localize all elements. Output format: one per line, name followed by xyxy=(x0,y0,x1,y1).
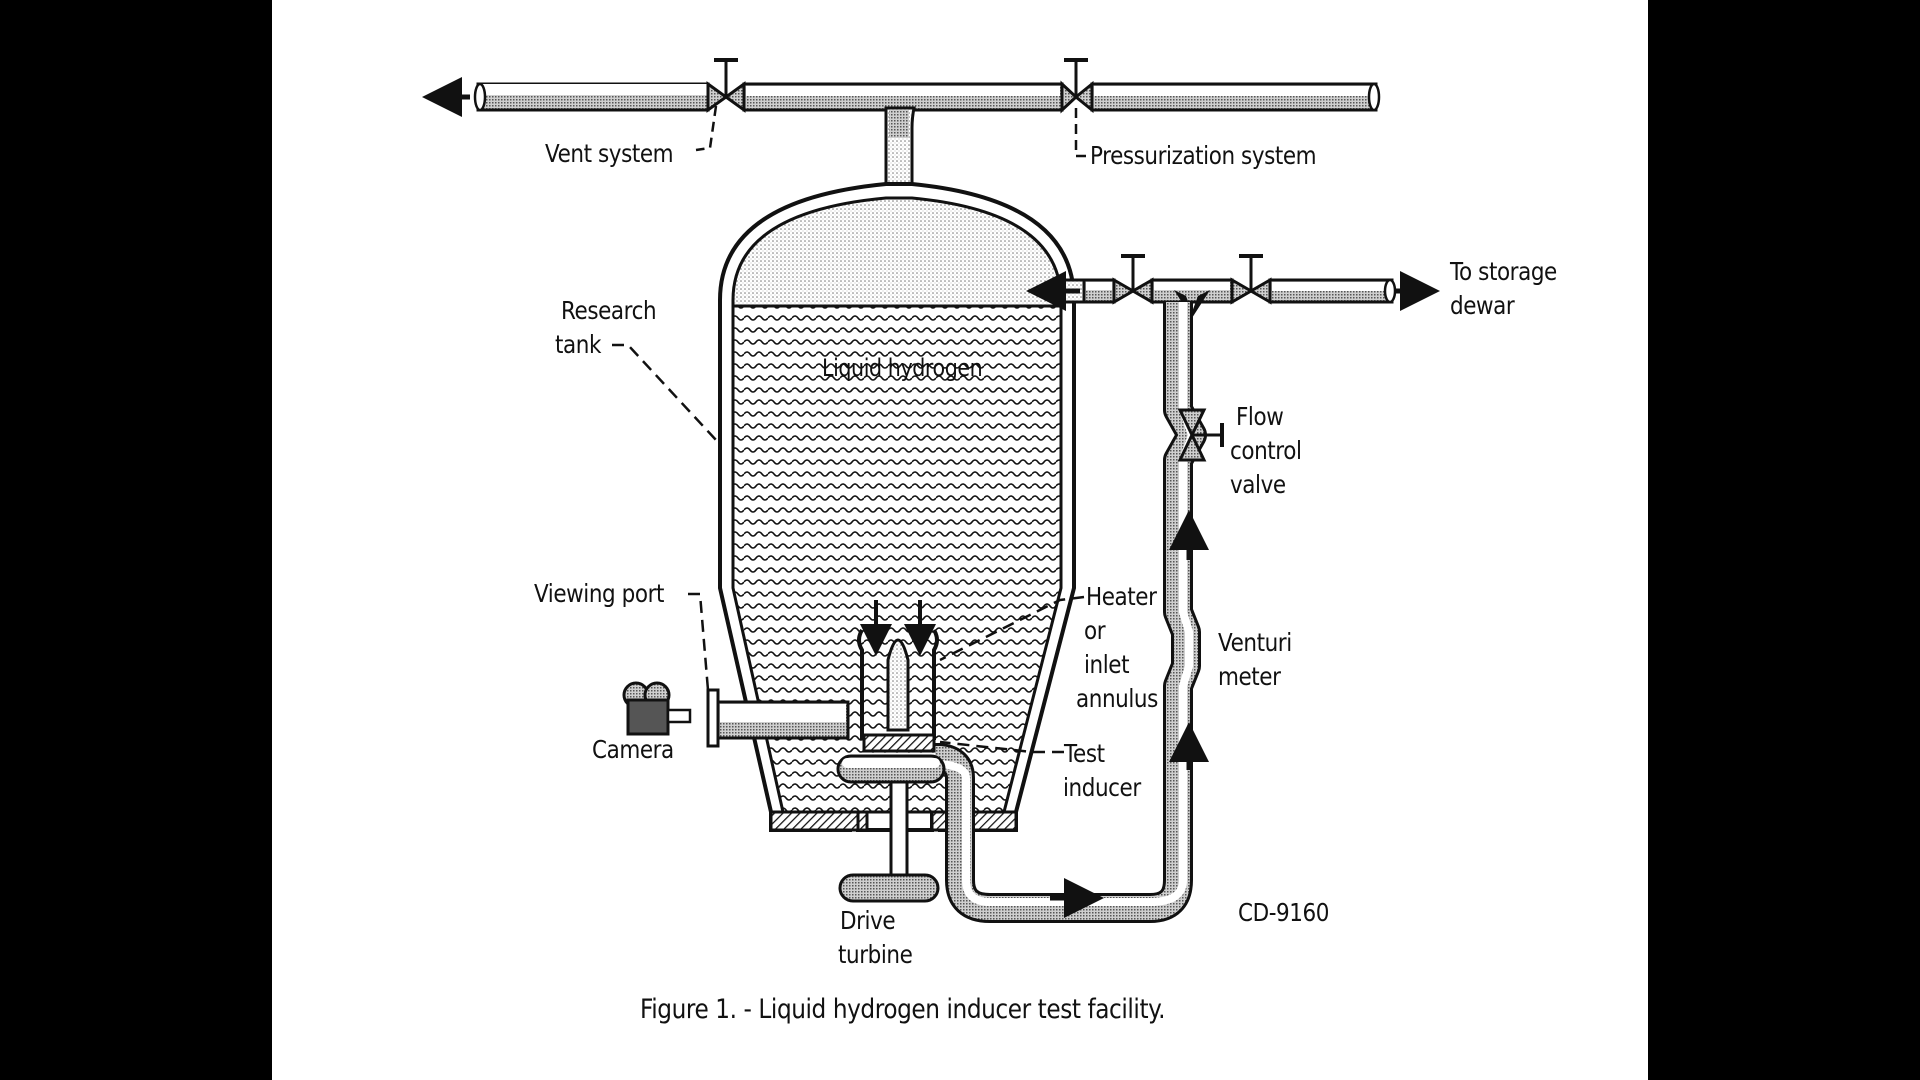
label-flow-control-line2: control xyxy=(1230,436,1302,465)
label-liquid-hydrogen: Liquid hydrogen xyxy=(822,354,983,382)
viewing-port xyxy=(706,688,850,748)
label-venturi-line1: Venturi xyxy=(1218,628,1292,657)
tank-neck xyxy=(884,106,916,186)
label-drive-turbine-line2: turbine xyxy=(838,940,913,969)
pressurization-leader xyxy=(1074,108,1086,158)
label-heater-line3: inlet xyxy=(1084,650,1130,679)
drive-shaft xyxy=(838,780,940,903)
label-test-inducer-line2: inducer xyxy=(1063,773,1141,802)
test-inducer-leader xyxy=(939,740,1064,754)
viewing-port-leader xyxy=(688,592,710,691)
vent-valve-icon xyxy=(706,58,746,113)
label-pressurization-system: Pressurization system xyxy=(1090,141,1317,170)
inducer-housing xyxy=(836,754,946,784)
return-loop xyxy=(925,302,1207,923)
storage-valve-2-icon xyxy=(1230,254,1272,305)
test-inducer-icon xyxy=(862,733,936,753)
label-viewing-port: Viewing port xyxy=(534,579,665,608)
figure-caption: Figure 1. - Liquid hydrogen inducer test… xyxy=(640,994,1166,1025)
drive-turbine-icon xyxy=(838,873,940,903)
research-tank-leader xyxy=(612,343,717,441)
heater-leader xyxy=(939,595,1085,662)
label-flow-control-line1: Flow xyxy=(1236,402,1284,431)
label-to-storage-line1: To storage xyxy=(1450,257,1557,286)
figure-code: CD-9160 xyxy=(1238,898,1330,927)
label-heater-line1: Heater xyxy=(1086,582,1157,611)
label-test-inducer-line1: Test xyxy=(1064,739,1105,768)
pressurization-valve-icon xyxy=(1060,58,1094,114)
label-flow-control-line3: valve xyxy=(1230,470,1286,499)
flow-control-valve-icon xyxy=(1177,408,1224,462)
label-research-tank-line2: tank xyxy=(555,330,601,359)
label-venturi-line2: meter xyxy=(1218,662,1281,691)
camera-icon xyxy=(622,681,692,736)
storage-line xyxy=(1026,271,1440,311)
label-heater-line2: or xyxy=(1084,616,1106,645)
label-to-storage-line2: dewar xyxy=(1450,291,1515,320)
storage-valve-1-icon xyxy=(1112,254,1154,305)
research-tank xyxy=(718,182,1076,832)
label-vent-system: Vent system xyxy=(545,139,674,168)
inlet-annulus xyxy=(857,600,939,740)
vent-leader xyxy=(695,105,718,152)
top-pipe xyxy=(473,82,1381,112)
label-research-tank-line1: Research xyxy=(561,296,657,325)
label-camera: Camera xyxy=(592,735,674,764)
y-junction-icon xyxy=(1174,290,1210,318)
label-heater-line4: annulus xyxy=(1076,684,1158,713)
label-drive-turbine-line1: Drive xyxy=(840,906,896,935)
